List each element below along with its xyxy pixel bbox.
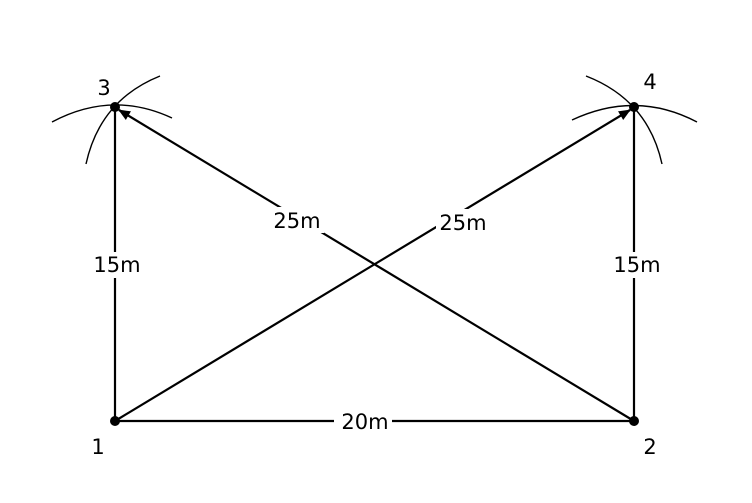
segment-label-1-2: 20m [341,410,388,434]
segment-1-4 [114,109,631,422]
segment-2-3 [118,109,635,422]
point-label-1: 1 [91,435,104,459]
label-bg-2-4 [608,252,664,278]
point-1 [110,416,120,426]
label-bg-1-2 [334,408,392,434]
point-label-2: 2 [643,435,656,459]
label-bg-2-3 [270,207,324,233]
segment-label-2-3: 25m [273,209,320,233]
label-bg-1-4 [436,209,490,235]
point-label-4: 4 [643,70,656,94]
label-bg-1-3 [88,252,144,278]
segment-label-1-4: 25m [439,211,486,235]
segment-label-2-4: 15m [613,253,660,277]
point-4 [629,102,639,112]
point-3 [110,102,120,112]
point-label-3: 3 [97,76,110,100]
segment-label-1-3: 15m [93,253,140,277]
point-2 [629,416,639,426]
